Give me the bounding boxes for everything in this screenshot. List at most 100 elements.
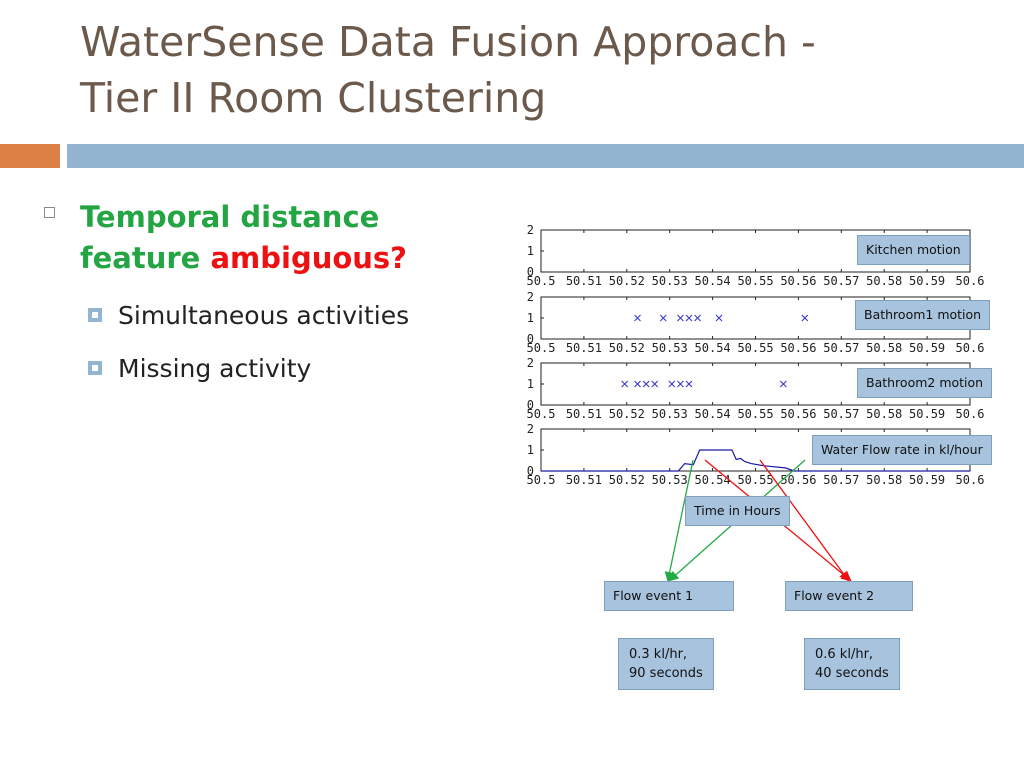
- x-tick-label: 50.53: [652, 341, 688, 355]
- x-tick-label: 50.54: [695, 407, 731, 421]
- sub-bullet-square-icon: [88, 308, 102, 322]
- x-tick-label: 50.5: [527, 274, 556, 288]
- x-tick-label: 50.55: [737, 407, 773, 421]
- y-tick-label: 2: [527, 422, 534, 436]
- y-tick-label: 1: [527, 311, 534, 325]
- motion-marker: [634, 314, 641, 322]
- flow-rate-line: [541, 449, 970, 472]
- x-tick-label: 50.51: [566, 274, 602, 288]
- x-tick-label: 50.59: [909, 407, 945, 421]
- slide-title-line1: WaterSense Data Fusion Approach -: [80, 18, 816, 66]
- flow-event-1-rate: 0.3 kl/hr,: [629, 647, 688, 662]
- y-tick-label: 2: [527, 290, 534, 304]
- main-bullet-emphasis: ambiguous?: [210, 241, 407, 275]
- y-tick-label: 1: [527, 377, 534, 391]
- x-tick-label: 50.53: [652, 274, 688, 288]
- x-tick-label: 50.55: [737, 341, 773, 355]
- x-tick-label: 50.59: [909, 341, 945, 355]
- main-bullet-text: Temporal distance feature ambiguous?: [80, 197, 480, 279]
- motion-marker: [651, 380, 659, 388]
- motion-marker: [685, 314, 693, 322]
- flow-event-1-label: Flow event 1: [604, 581, 734, 611]
- x-tick-label: 50.56: [780, 473, 816, 487]
- water-flow-label: Water Flow rate in kl/hour: [812, 435, 992, 465]
- red-arrow-2: [759, 459, 850, 582]
- flow-event-1-duration: 90 seconds: [629, 666, 703, 681]
- x-tick-label: 50.5: [527, 473, 556, 487]
- motion-marker: [694, 314, 701, 322]
- sub-bullet-missing: Missing activity: [88, 351, 468, 387]
- x-tick-label: 50.55: [737, 274, 773, 288]
- y-tick-label: 0: [527, 464, 534, 478]
- x-tick-label: 50.52: [609, 473, 645, 487]
- x-tick-label: 50.5: [527, 407, 556, 421]
- bathroom2-motion-label: Bathroom2 motion: [857, 368, 993, 398]
- motion-marker: [779, 380, 787, 388]
- x-tick-label: 50.52: [609, 407, 645, 421]
- y-tick-label: 1: [527, 443, 534, 457]
- sub-bullet-square-icon: [88, 361, 102, 375]
- x-tick-label: 50.6: [956, 341, 985, 355]
- motion-marker: [677, 314, 684, 322]
- accent-bar-orange: [0, 144, 60, 168]
- motion-marker: [621, 380, 629, 388]
- x-tick-label: 50.58: [866, 274, 902, 288]
- x-tick-label: 50.51: [566, 341, 602, 355]
- motion-marker: [677, 380, 684, 388]
- x-tick-label: 50.54: [695, 341, 731, 355]
- x-tick-label: 50.6: [956, 407, 985, 421]
- flow-event-2-value: 0.6 kl/hr, 40 seconds: [804, 638, 900, 690]
- accent-bar-blue: [67, 144, 1024, 168]
- motion-marker: [634, 380, 641, 388]
- slide-title-line2: Tier II Room Clustering: [80, 74, 547, 122]
- y-tick-label: 0: [527, 265, 534, 279]
- x-tick-label: 50.51: [566, 407, 602, 421]
- x-tick-label: 50.5: [527, 341, 556, 355]
- flow-event-1-value: 0.3 kl/hr, 90 seconds: [618, 638, 714, 690]
- x-tick-label: 50.56: [780, 407, 816, 421]
- x-tick-label: 50.58: [866, 473, 902, 487]
- x-tick-label: 50.55: [737, 473, 773, 487]
- main-bullet-part1: Temporal distance: [80, 200, 380, 234]
- x-tick-label: 50.53: [652, 407, 688, 421]
- main-bullet-part2: feature: [80, 241, 201, 275]
- x-tick-label: 50.58: [866, 341, 902, 355]
- kitchen-motion-label: Kitchen motion: [857, 235, 970, 265]
- y-tick-label: 0: [527, 398, 534, 412]
- flow-event-2-duration: 40 seconds: [815, 666, 889, 681]
- motion-marker: [715, 314, 723, 322]
- green-arrow-1: [664, 459, 694, 582]
- x-tick-label: 50.56: [780, 341, 816, 355]
- x-tick-label: 50.51: [566, 473, 602, 487]
- x-tick-label: 50.6: [956, 274, 985, 288]
- motion-marker: [685, 380, 693, 388]
- motion-marker: [659, 314, 667, 322]
- motion-marker: [668, 380, 676, 388]
- motion-marker: [801, 314, 809, 322]
- y-tick-label: 2: [527, 223, 534, 237]
- x-tick-label: 50.54: [695, 274, 731, 288]
- x-tick-label: 50.57: [823, 473, 859, 487]
- sub-bullet-simultaneous: Simultaneous activities: [88, 298, 468, 334]
- x-tick-label: 50.54: [695, 473, 731, 487]
- x-axis-label: Time in Hours: [685, 496, 790, 526]
- sub-bullet-text: Missing activity: [118, 354, 312, 383]
- sub-bullet-text: Simultaneous activities: [118, 301, 410, 330]
- x-tick-label: 50.56: [780, 274, 816, 288]
- x-tick-label: 50.57: [823, 407, 859, 421]
- x-tick-label: 50.57: [823, 274, 859, 288]
- x-tick-label: 50.57: [823, 341, 859, 355]
- flow-event-2-rate: 0.6 kl/hr,: [815, 647, 874, 662]
- y-tick-label: 1: [527, 244, 534, 258]
- x-tick-label: 50.53: [652, 473, 688, 487]
- bathroom1-motion-label: Bathroom1 motion: [855, 300, 991, 330]
- motion-marker: [642, 380, 650, 388]
- x-tick-label: 50.59: [909, 274, 945, 288]
- slide-title: WaterSense Data Fusion Approach - Tier I…: [80, 14, 980, 126]
- y-tick-label: 0: [527, 332, 534, 346]
- flow-event-2-label: Flow event 2: [785, 581, 913, 611]
- y-tick-label: 2: [527, 356, 534, 370]
- x-tick-label: 50.58: [866, 407, 902, 421]
- x-tick-label: 50.6: [956, 473, 985, 487]
- x-tick-label: 50.52: [609, 341, 645, 355]
